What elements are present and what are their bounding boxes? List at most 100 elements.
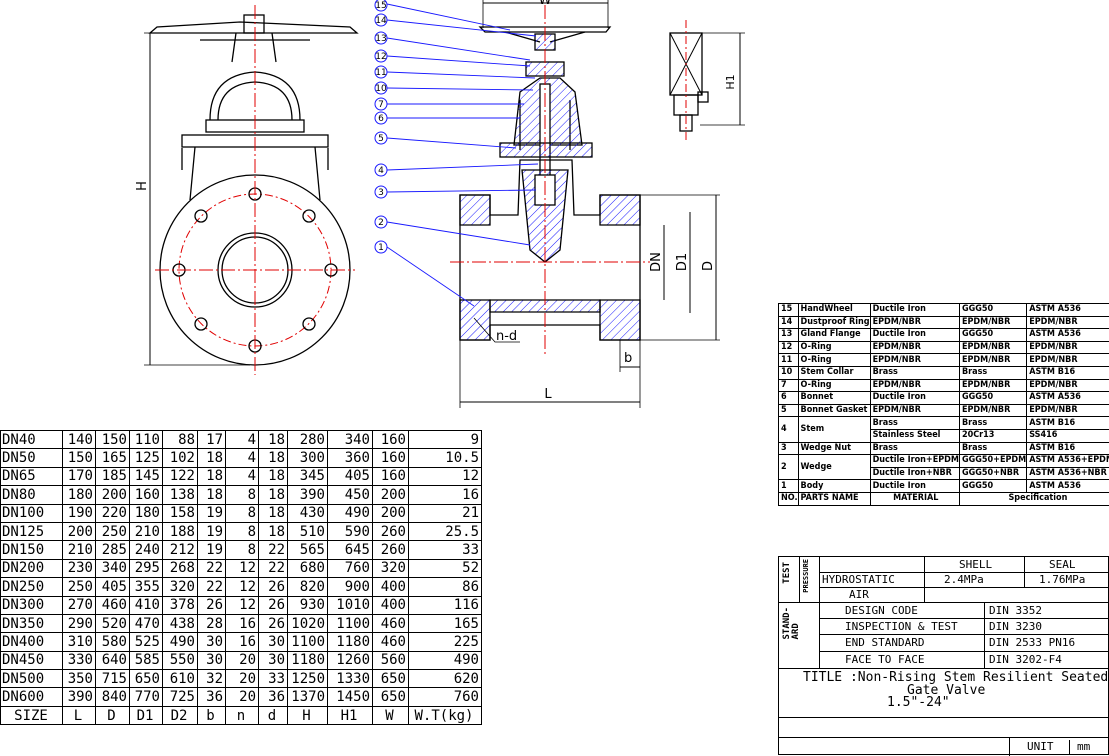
table-cell: 19: [198, 504, 226, 522]
table-cell: 400: [373, 578, 409, 596]
table-cell: 460: [96, 596, 130, 614]
parts-cell: GGG50+NBR: [959, 467, 1026, 480]
table-cell: 590: [328, 522, 373, 540]
table-cell: 620: [409, 670, 482, 688]
table-cell: 280: [288, 431, 328, 449]
parts-cell: Body: [798, 480, 870, 493]
table-cell: 1180: [288, 651, 328, 669]
table-cell: 450: [328, 486, 373, 504]
table-cell: 4: [226, 467, 259, 485]
table-cell: 268: [163, 559, 198, 577]
table-cell: 36: [259, 688, 288, 706]
parts-cell: EPDM/NBR: [959, 341, 1026, 354]
balloon-13: 13: [375, 34, 386, 44]
table-cell: DN350: [1, 614, 63, 632]
table-cell: 410: [130, 596, 163, 614]
table-cell: 260: [373, 541, 409, 559]
table-cell: 715: [96, 670, 130, 688]
balloon-3: 3: [378, 188, 384, 198]
table-cell: DN200: [1, 559, 63, 577]
table-cell: 1180: [328, 633, 373, 651]
table-cell: 88: [163, 431, 198, 449]
table-cell: DN600: [1, 688, 63, 706]
parts-cell: Ductile Iron+EPDM: [870, 455, 959, 468]
test-label: TEST: [783, 562, 792, 584]
balloon-11: 11: [375, 68, 386, 78]
seal-pressure: 1.76MPa: [1039, 574, 1085, 585]
table-cell: 350: [63, 670, 96, 688]
table-cell: 125: [130, 449, 163, 467]
table-cell: 645: [328, 541, 373, 559]
table-cell: 490: [163, 633, 198, 651]
table-cell: DN450: [1, 651, 63, 669]
dim-label-d1: D1: [675, 253, 690, 271]
table-cell: 290: [63, 614, 96, 632]
table-cell: 210: [63, 541, 96, 559]
table-cell: 1370: [288, 688, 328, 706]
table-cell: 200: [373, 504, 409, 522]
table-cell: DN300: [1, 596, 63, 614]
table-cell: 260: [373, 522, 409, 540]
standard-name-3: END STANDARD: [845, 637, 924, 648]
parts-cell: Brass: [959, 417, 1026, 430]
table-cell: 25.5: [409, 522, 482, 540]
table-cell: 840: [96, 688, 130, 706]
table-cell: 320: [373, 559, 409, 577]
table-cell: 26: [259, 596, 288, 614]
parts-cell: Bonnet: [798, 392, 870, 405]
table-cell: 26: [198, 596, 226, 614]
parts-cell: EPDM/NBR: [959, 404, 1026, 417]
table-cell: 160: [130, 486, 163, 504]
table-header-cell: L: [63, 706, 96, 724]
parts-cell: ASTM A536: [1027, 392, 1109, 405]
parts-cell: 3: [779, 442, 799, 455]
parts-cell: SS416: [1027, 429, 1109, 442]
dim-label-l: L: [544, 387, 552, 402]
table-cell: 345: [288, 467, 328, 485]
balloon-5: 5: [378, 134, 384, 144]
table-cell: 26: [259, 578, 288, 596]
parts-cell: 2: [779, 455, 799, 480]
table-cell: 200: [63, 522, 96, 540]
table-cell: 20: [226, 651, 259, 669]
parts-cell: Brass: [959, 366, 1026, 379]
table-cell: 250: [63, 578, 96, 596]
parts-cell: 12: [779, 341, 799, 354]
table-cell: DN50: [1, 449, 63, 467]
table-cell: 8: [226, 541, 259, 559]
parts-cell: 5: [779, 404, 799, 417]
balloon-4: 4: [378, 166, 384, 176]
title-line-3: 1.5"-24": [887, 696, 950, 709]
parts-cell: O-Ring: [798, 354, 870, 367]
table-cell: 22: [198, 559, 226, 577]
table-cell: 12: [226, 596, 259, 614]
balloon-2: 2: [378, 218, 384, 228]
table-cell: 470: [130, 614, 163, 632]
parts-cell: Brass: [870, 366, 959, 379]
parts-cell: Gland Flange: [798, 329, 870, 342]
table-header-cell: W: [373, 706, 409, 724]
table-cell: 28: [198, 614, 226, 632]
table-cell: 33: [259, 670, 288, 688]
dim-label-b: b: [624, 351, 632, 366]
shell-pressure: 2.4MPa: [944, 574, 984, 585]
parts-cell: GGG50: [959, 304, 1026, 317]
table-cell: 18: [198, 486, 226, 504]
parts-cell: 1: [779, 480, 799, 493]
table-cell: 180: [63, 486, 96, 504]
table-cell: 438: [163, 614, 198, 632]
hydrostatic-label: HYDROSTATIC: [822, 574, 895, 585]
table-cell: 36: [198, 688, 226, 706]
parts-cell: ASTM A536: [1027, 329, 1109, 342]
table-cell: 165: [409, 614, 482, 632]
